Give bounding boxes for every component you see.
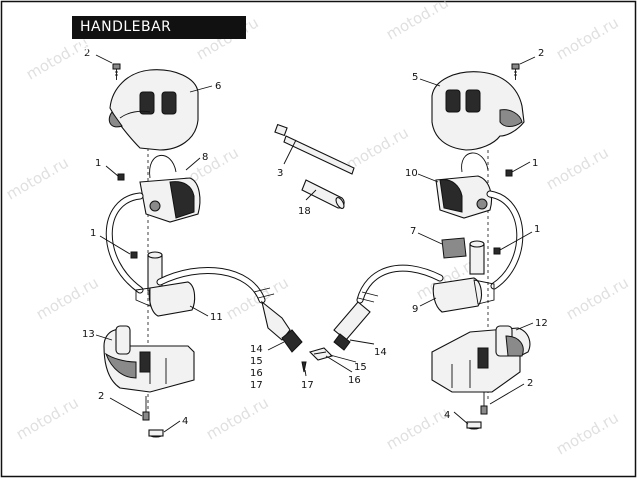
screw-2-top-right <box>511 63 520 80</box>
callout-5: 5 <box>412 72 418 83</box>
watermark: motod.ru <box>543 143 612 193</box>
upper-housing-cover-right <box>431 71 525 151</box>
seal-16-right <box>308 347 334 361</box>
callout-18: 18 <box>298 206 311 217</box>
callout-6: 6 <box>215 81 221 92</box>
part-7-right <box>441 237 485 275</box>
callout-17: 17 <box>250 380 263 391</box>
connector-right-14 <box>333 291 379 351</box>
watermark: motod.ru <box>13 393 82 443</box>
callout-8: 8 <box>202 152 208 163</box>
sleeve-18 <box>301 179 345 209</box>
watermark: motod.ru <box>383 0 452 43</box>
nut-4-left <box>148 429 164 438</box>
screw-1-lower-right <box>493 247 501 255</box>
callouts: 2 6 1 8 1 11 13 2 4 14 15 16 17 3 18 17 … <box>82 48 548 427</box>
center-parts <box>274 123 355 373</box>
watermark: motod.ru <box>203 393 272 443</box>
switch-8-left <box>139 177 201 223</box>
callout-2: 2 <box>84 48 90 59</box>
screw-2-bottom-left <box>142 396 150 421</box>
callout-1: 1 <box>532 158 538 169</box>
connector-left-14-17 <box>253 287 303 353</box>
callout-17: 17 <box>301 380 314 391</box>
callout-11: 11 <box>210 312 223 323</box>
screw-2-top-left <box>112 63 121 80</box>
watermark: motod.ru <box>553 408 622 458</box>
cable-strap-3 <box>274 123 355 175</box>
lower-housing-right <box>431 325 531 393</box>
callout-14: 14 <box>250 344 263 355</box>
callout-7: 7 <box>410 226 416 237</box>
watermark: motod.ru <box>3 153 72 203</box>
leader-lines <box>95 54 536 433</box>
page-title: HANDLEBAR SWITCHES <box>72 16 246 58</box>
callout-13: 13 <box>82 329 95 340</box>
terminal-17-center <box>301 361 307 373</box>
bracket-loop-right <box>461 152 489 173</box>
callout-16: 16 <box>250 368 263 379</box>
switch-10-right <box>435 175 493 219</box>
screw-1-lower-left <box>130 251 138 259</box>
upper-housing-cover-left <box>108 69 199 151</box>
callout-12: 12 <box>535 318 548 329</box>
screw-1-upper-left <box>117 173 125 181</box>
callout-9: 9 <box>412 304 418 315</box>
bracket-loop-left <box>149 154 177 179</box>
watermark: motod.ru <box>223 273 292 323</box>
callout-10: 10 <box>405 168 418 179</box>
screw-2-bottom-right <box>480 392 488 415</box>
callout-1: 1 <box>95 158 101 169</box>
cable-right-upper <box>486 190 524 290</box>
callout-1: 1 <box>90 228 96 239</box>
watermark: motod.ru <box>33 273 102 323</box>
nut-4-right <box>466 421 482 430</box>
watermark: motod.ru <box>343 123 412 173</box>
callout-15: 15 <box>354 362 367 373</box>
callout-2: 2 <box>98 391 104 402</box>
watermark: motod.ru <box>383 403 452 453</box>
left-switch-assembly <box>103 63 303 438</box>
watermark: motod.ru <box>553 13 622 63</box>
callout-14: 14 <box>374 347 387 358</box>
watermark: motod.ru <box>563 273 632 323</box>
callout-2: 2 <box>538 48 544 59</box>
callout-16: 16 <box>348 375 361 386</box>
switch-11-left <box>135 281 196 317</box>
callout-4: 4 <box>182 416 188 427</box>
screw-1-upper-right <box>505 169 513 177</box>
callout-3: 3 <box>277 168 283 179</box>
switch-9-right <box>432 277 495 313</box>
callout-1: 1 <box>534 224 540 235</box>
right-switch-assembly <box>333 63 531 430</box>
callout-15: 15 <box>250 356 263 367</box>
callout-2: 2 <box>527 378 533 389</box>
callout-4: 4 <box>444 410 450 421</box>
lower-housing-left <box>103 325 195 393</box>
